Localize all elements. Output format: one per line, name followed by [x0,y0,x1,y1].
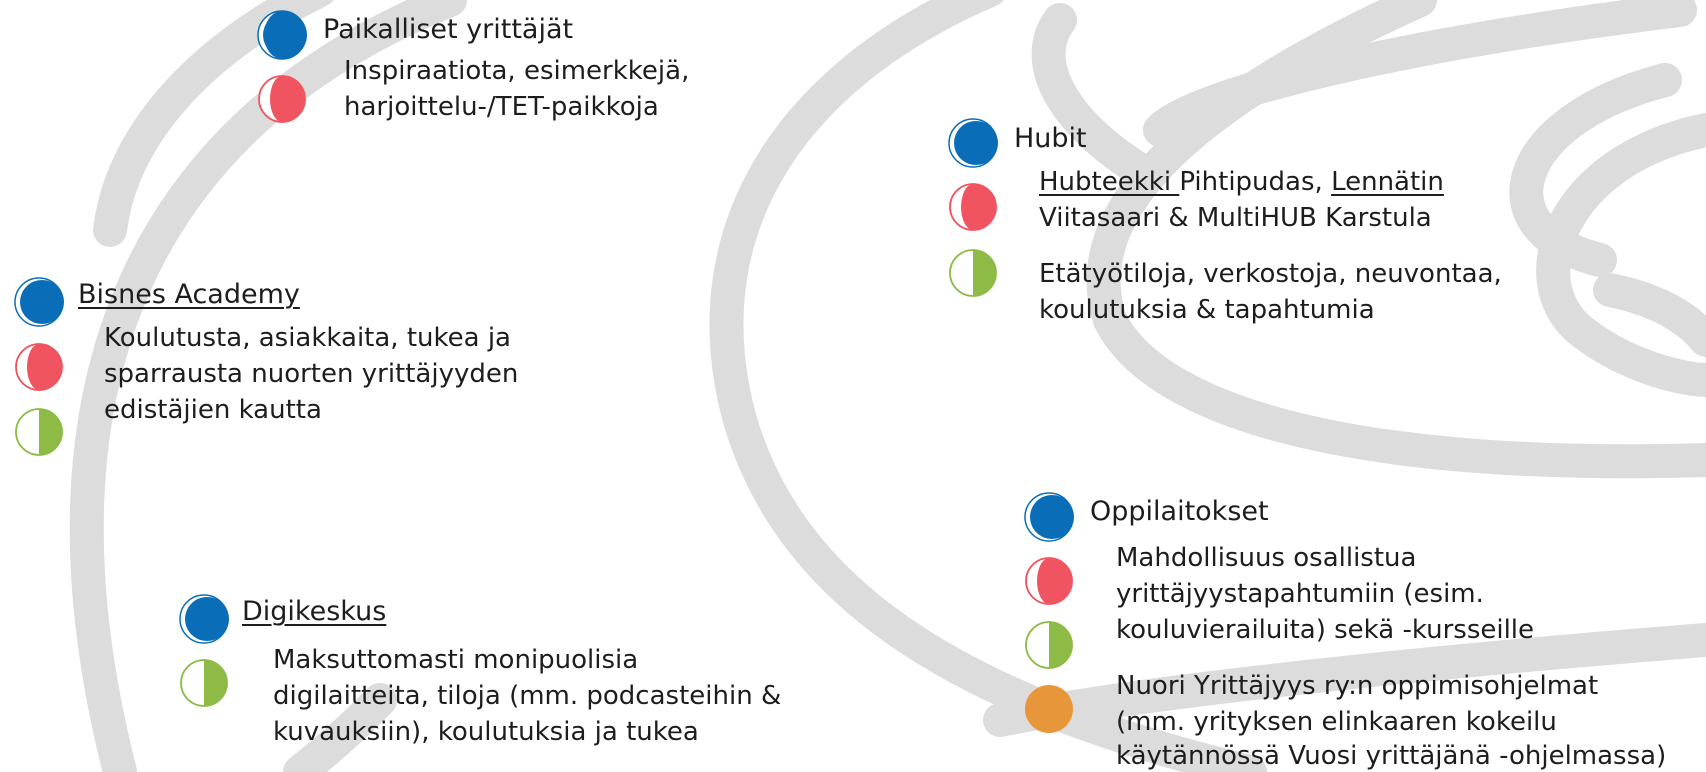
hubit-line1: Hubteekki Pihtipudas, Lennätin [1039,164,1444,200]
swirl-center-arc [1031,3,1157,187]
red-half-moon-icon [949,183,997,231]
hubit-text1: Pihtipudas, [1179,167,1332,197]
hubteekki-link[interactable]: Hubteekki [1039,167,1180,197]
swirl-center [709,0,1267,772]
bisnes-academy-link[interactable]: Bisnes Academy [78,279,300,310]
orange-circle-icon [1025,685,1073,733]
blue-crescent-icon [14,277,64,327]
swirl-right-1 [1143,0,1697,147]
oppilaitokset-desc-line1: Mahdollisuus osallistua [1116,543,1417,573]
paikalliset-title: Paikalliset yrittäjät [323,14,574,45]
green-half-moon-icon [180,659,228,707]
hubit-desc2-line2: koulutuksia & tapahtumia [1039,295,1375,325]
oppilaitokset-desc2-line1: Nuori Yrittäjyys ry:n oppimisohjelmat [1116,671,1599,701]
bisnes-desc-line1: Koulutusta, asiakkaita, tukea ja [104,323,511,353]
bisnes-desc-line2: sparrausta nuorten yrittäjyyden [104,359,519,389]
hubit-desc2-line1: Etätyötiloja, verkostoja, neuvontaa, [1039,259,1502,289]
oppilaitokset-desc2-line3: käytännössä Vuosi yrittäjänä -ohjelmassa… [1116,741,1667,771]
swirl-digikeskus-arc [283,683,397,772]
paikalliset-desc-line2: harjoittelu-/TET-paikkoja [344,92,659,122]
green-half-moon-icon [949,249,997,297]
blue-crescent-icon [1024,492,1074,542]
swirl-outer-left [69,0,467,772]
bisnes-desc-line3: edistäjien kautta [104,395,322,425]
oppilaitokset-desc-line2: yrittäjyystapahtumiin (esim. [1116,579,1484,609]
hubit-title: Hubit [1014,123,1087,154]
digikeskus-desc-line3: kuvauksiin), koulutuksia ja tukea [273,717,699,747]
blue-crescent-icon [179,594,229,644]
red-half-moon-icon [258,75,306,123]
red-half-moon-icon [1025,557,1073,605]
hubit-line2: Viitasaari & MultiHUB Karstula [1039,203,1432,233]
digikeskus-link[interactable]: Digikeskus [242,596,387,627]
paikalliset-desc-line1: Inspiraatiota, esimerkkejä, [344,56,690,86]
blue-crescent-icon [257,10,307,60]
oppilaitokset-desc-line3: kouluvierailuita) sekä -kursseille [1116,615,1535,645]
blue-crescent-icon [948,118,998,168]
green-half-moon-icon [1025,621,1073,669]
lennatin-link[interactable]: Lennätin [1331,167,1444,197]
red-half-moon-icon [15,343,63,391]
swirl-right-3 [1536,113,1706,397]
green-half-moon-icon [15,408,63,456]
oppilaitokset-desc2-line2: (mm. yrityksen elinkaaren kokeilu [1116,707,1557,737]
digikeskus-desc-line2: digilaitteita, tiloja (mm. podcasteihin … [273,681,782,711]
digikeskus-desc-line1: Maksuttomasti monipuolisia [273,645,639,675]
oppilaitokset-title: Oppilaitokset [1090,496,1269,527]
swirl-right-4 [1593,273,1706,357]
